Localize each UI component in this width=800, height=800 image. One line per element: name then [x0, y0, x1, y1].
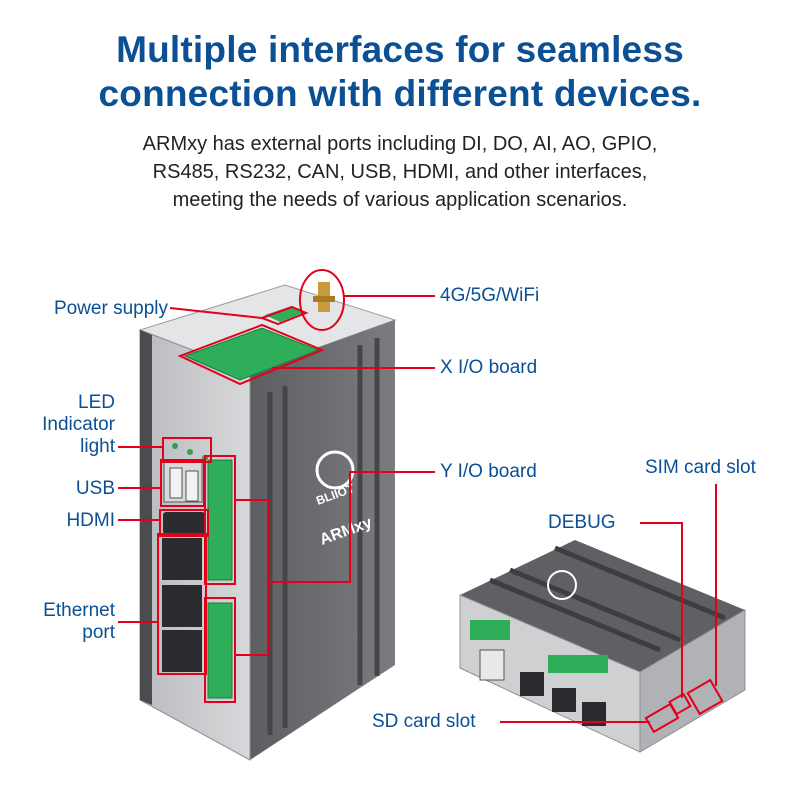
label-led-indicator: LED Indicator light [20, 392, 115, 458]
label-usb: USB [75, 478, 115, 499]
label-sd-card-slot: SD card slot [372, 711, 476, 732]
headline: Multiple interfaces for seamless connect… [0, 28, 800, 116]
label-ethernet-port: Ethernet port [10, 600, 115, 644]
label-led-line-1: LED [78, 392, 115, 413]
label-ethernet-line-2: port [82, 622, 115, 643]
label-wireless: 4G/5G/WiFi [440, 285, 540, 306]
label-ethernet-line-1: Ethernet [43, 600, 115, 621]
description-line-2: RS485, RS232, CAN, USB, HDMI, and other … [152, 161, 648, 183]
description: ARMxy has external ports including DI, D… [0, 130, 800, 214]
label-led-line-2: Indicator [42, 414, 115, 435]
callout-lines [118, 269, 724, 734]
vertical-device: BLIIOT ARMxy [138, 282, 397, 761]
headline-line-2: connection with different devices. [98, 73, 702, 114]
headline-line-1: Multiple interfaces for seamless [116, 29, 684, 70]
label-debug: DEBUG [548, 512, 616, 533]
description-line-1: ARMxy has external ports including DI, D… [142, 133, 658, 155]
label-power-supply: Power supply [53, 298, 168, 319]
label-sim-card-slot: SIM card slot [645, 457, 756, 478]
label-led-line-3: light [80, 436, 115, 457]
label-y-io-board: Y I/O board [440, 461, 537, 482]
label-hdmi: HDMI [66, 510, 115, 531]
description-line-3: meeting the needs of various application… [172, 189, 628, 211]
horizontal-device [459, 540, 746, 753]
label-x-io-board: X I/O board [440, 357, 538, 378]
